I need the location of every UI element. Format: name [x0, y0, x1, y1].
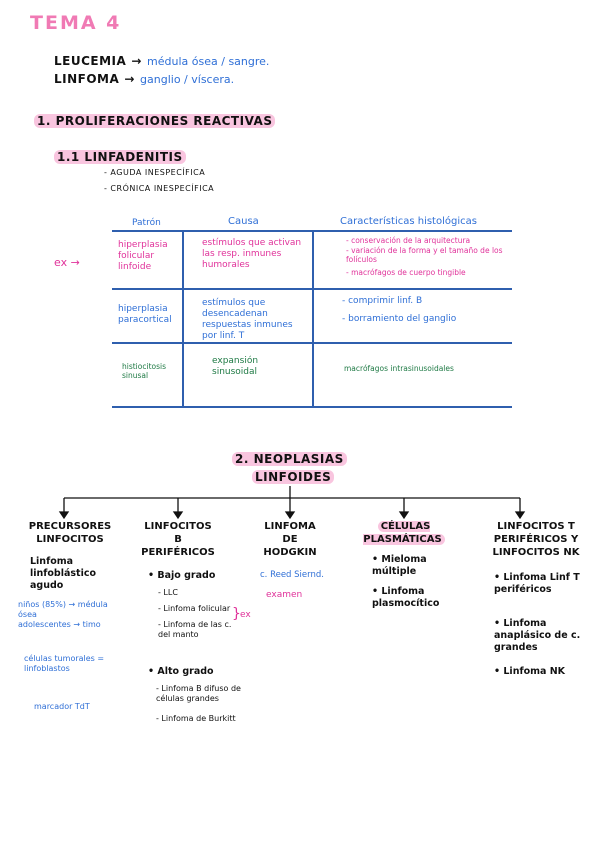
col4-mieloma: • Mieloma múltiple: [372, 554, 427, 577]
col4-plasmocitico: • Linfoma plasmocítico: [372, 586, 440, 609]
col1-adolescentes: adolescentes → timo: [18, 620, 101, 629]
col2-alto-grado: • Alto grado: [148, 666, 214, 677]
row2-patron: hiperplasia paracortical: [118, 304, 172, 325]
page-title: TEMA 4: [30, 12, 122, 34]
arrow-icon: →: [124, 72, 135, 86]
row2-causa: estímulos que desencadenan respuestas in…: [202, 298, 293, 341]
node-linfocitos-b: LINFOCITOS B PERIFÉRICOS: [141, 521, 215, 558]
section1-heading: 1. PROLIFERACIONES REACTIVAS: [34, 114, 276, 128]
col5-linf-t: • Linfoma Linf T periféricos: [494, 572, 580, 595]
node-precursores: PRECURSORES LINFOCITOS: [28, 521, 112, 545]
row1-caract-2: - variación de la forma y el tamaño de l…: [346, 246, 503, 264]
col2-burkitt: - Linfoma de Burkitt: [156, 714, 236, 723]
section2-heading-1: 2. NEOPLASIAS: [232, 452, 347, 466]
row2-caract-2: - borramiento del ganglio: [342, 314, 457, 324]
col3-examen: examen: [266, 590, 303, 600]
node-linfocitos-t-nk: LINFOCITOS T PERIFÉRICOS Y LINFOCITOS NK: [492, 521, 580, 558]
row3-caract-1: macrófagos intrasinusoidales: [344, 364, 454, 373]
table-col-line: [312, 230, 314, 406]
intro-leucemia: LEUCEMIA → médula ósea / sangre.: [54, 50, 269, 69]
desc-linfoma: ganglio / víscera.: [140, 73, 235, 86]
node-celulas-plasmaticas: CÉLULAS PLASMÁTICAS: [356, 520, 452, 546]
section1-subheading: 1.1 LINFADENITIS: [54, 150, 186, 164]
node-hodgkin: LINFOMA DE HODGKIN: [263, 521, 317, 558]
col2-brace: }: [232, 606, 241, 622]
row1-caract-3: - macrófagos de cuerpo tingible: [346, 268, 466, 277]
col1-marcador: marcador TdT: [34, 702, 90, 711]
row3-patron: histiocitosis sinusal: [122, 362, 166, 380]
col5-nk: • Linfoma NK: [494, 666, 566, 677]
arrow-icon: →: [131, 54, 142, 68]
row1-patron: hiperplasia folicular linfoide: [118, 240, 168, 272]
intro-linfoma: LINFOMA → ganglio / víscera.: [54, 68, 234, 87]
example-marker: ex →: [54, 256, 80, 269]
col1-celulas-tumorales: células tumorales = linfoblastos: [24, 654, 105, 673]
col-header-causa: Causa: [228, 216, 259, 227]
col1-ninos: niños (85%) → médula ósea: [18, 600, 108, 619]
table-bottom-line: [112, 406, 512, 408]
term-leucemia: LEUCEMIA: [54, 54, 127, 68]
col5-anaplasico: • Linfoma anaplásico de c. grandes: [494, 618, 581, 653]
col-header-caracteristicas: Características histológicas: [340, 216, 477, 227]
col3-reed: c. Reed Siernd.: [260, 570, 324, 580]
col2-bajo-grado: • Bajo grado: [148, 570, 216, 581]
section2-heading-2: LINFOIDES: [252, 470, 335, 484]
row1-caract-1: - conservación de la arquitectura: [346, 236, 471, 245]
desc-leucemia: médula ósea / sangre.: [147, 55, 270, 68]
table-col-line: [182, 230, 184, 406]
col1-item-linfoblastico: Linfoma linfoblástico agudo: [30, 556, 97, 591]
type-cronica: - CRÓNICA INESPECÍFICA: [104, 184, 215, 193]
row3-causa: expansión sinusoidal: [212, 356, 259, 377]
col2-ex-label: ex: [240, 610, 251, 620]
type-aguda: - AGUDA INESPECÍFICA: [104, 168, 206, 177]
col2-manto: - Linfoma de las c. del manto: [158, 620, 232, 639]
term-linfoma: LINFOMA: [54, 72, 120, 86]
row1-causa: estímulos que activan las resp. inmunes …: [202, 238, 302, 270]
col2-llc: - LLC: [158, 588, 178, 597]
col2-folicular: - Linfoma folicular: [158, 604, 231, 613]
col2-difuso: - Linfoma B difuso de células grandes: [156, 684, 241, 703]
col-header-patron: Patrón: [132, 218, 161, 228]
row2-caract-1: - comprimir linf. B: [342, 296, 423, 306]
